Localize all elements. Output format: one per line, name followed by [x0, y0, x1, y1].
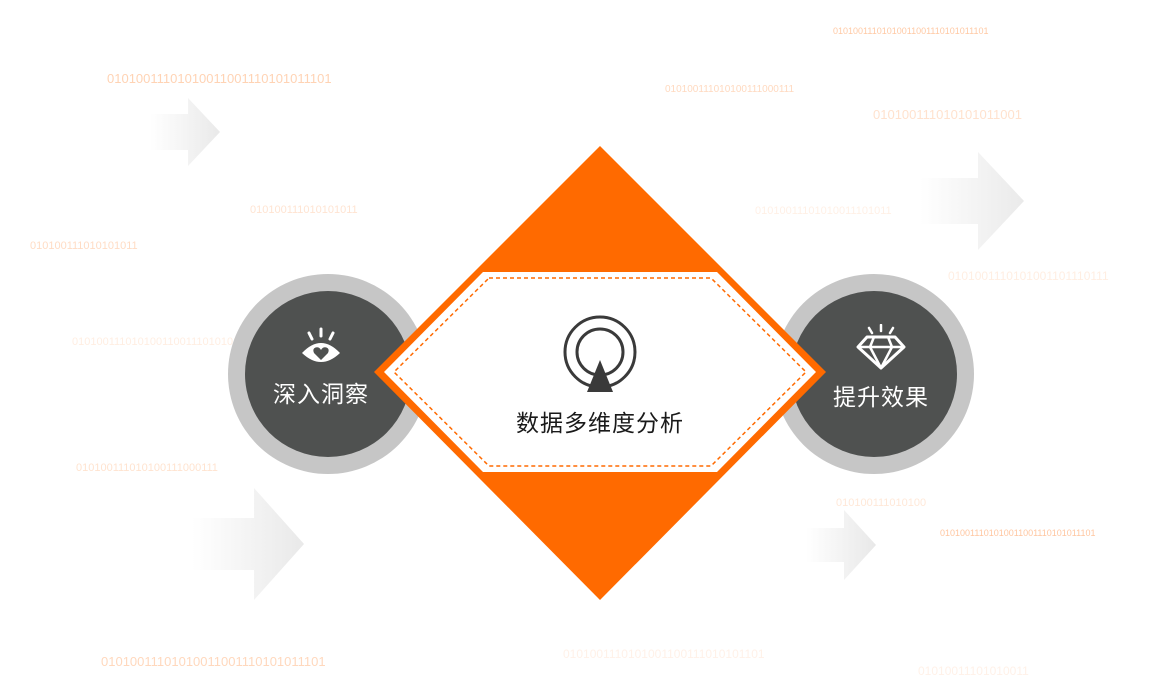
binary-text: 01010011101010011101011: [755, 205, 892, 217]
center-node-label: 数据多维度分析: [516, 411, 684, 437]
binary-text: 01010011101010011: [918, 664, 1029, 678]
binary-text: 010100111010100111000111: [665, 84, 795, 95]
arrow-right-icon: [150, 98, 220, 166]
arrow-right-icon: [920, 152, 1024, 250]
binary-text: 01010011101010011001110101011101: [107, 71, 332, 86]
binary-text: 0101001110101001100111010101101: [72, 336, 257, 348]
right-node-label: 提升效果: [833, 385, 929, 411]
binary-text: 01010011101010011001110101011101: [101, 654, 326, 669]
binary-text: 010100111010101011: [30, 240, 138, 252]
eye-heart-icon: [302, 327, 340, 362]
binary-text: 010100111010101011001: [873, 107, 1022, 122]
binary-text: 01010011101010011001110101011101: [940, 528, 1096, 538]
binary-text: 010100111010100111000111: [76, 462, 218, 474]
arrow-right-icon: [806, 510, 876, 580]
binary-text: 010100111010101011: [250, 204, 358, 216]
location-signal-icon: [563, 315, 637, 392]
left-node-label: 深入洞察: [273, 382, 369, 408]
binary-text: 010100111010100: [836, 497, 927, 509]
binary-text: 0101001110101001101110111: [948, 269, 1109, 283]
binary-text: 01010011101010011001110101011101: [833, 26, 989, 36]
arrow-right-icon: [192, 488, 304, 600]
binary-text: 0101001110101001100111010101101: [563, 647, 765, 661]
diamond-icon: [856, 324, 906, 370]
